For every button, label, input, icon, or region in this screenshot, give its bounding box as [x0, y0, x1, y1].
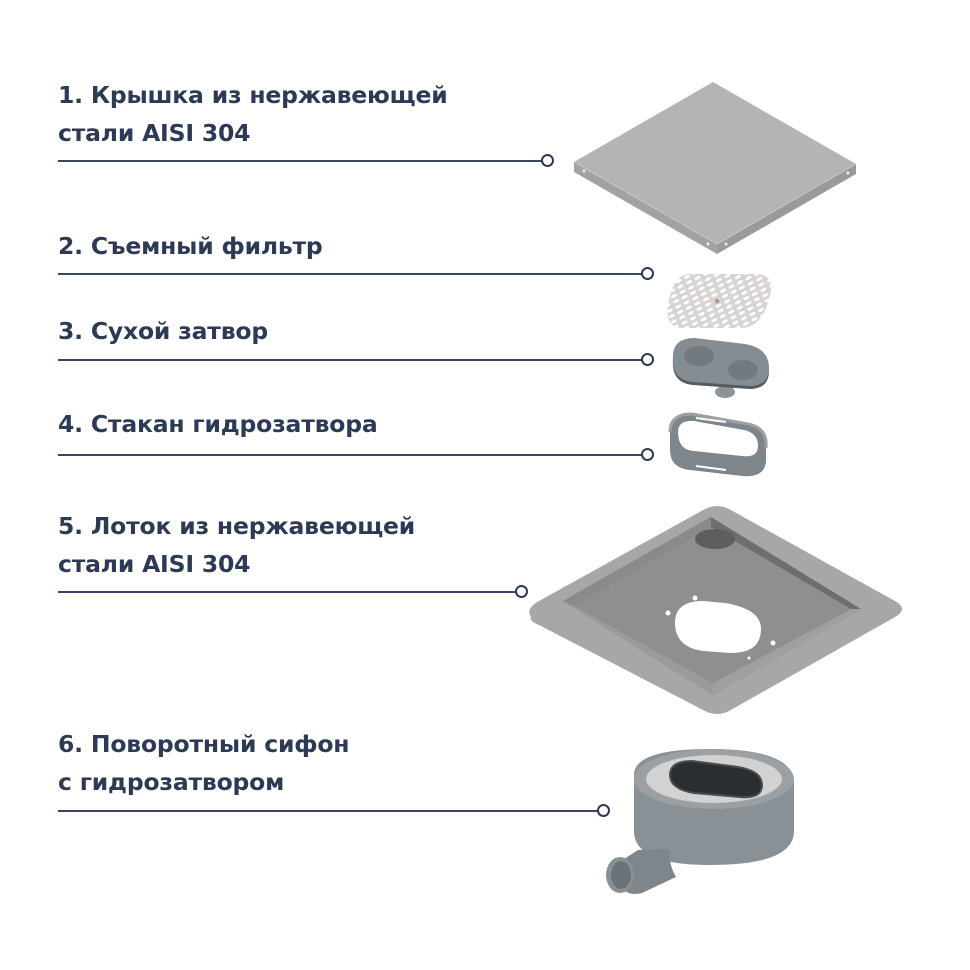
steel-drain-tray-icon [529, 506, 902, 714]
part-5-leader-line [58, 591, 516, 593]
part-4-leader-dot [641, 448, 654, 461]
part-5-label: 5. Лоток из нержавеющей стали AISI 304 [58, 507, 415, 583]
steel-cover-plate-icon [573, 82, 857, 254]
part-2-leader-dot [641, 267, 654, 280]
part-1-title-line1: 1. Крышка из нержавеющей [58, 81, 448, 109]
part-5-title-line1: 5. Лоток из нержавеющей [58, 512, 415, 540]
rotary-siphon-icon [606, 749, 794, 894]
part-6-label: 6. Поворотный сифон с гидрозатвором [58, 725, 350, 801]
part-5-title-line2: стали AISI 304 [58, 550, 251, 578]
part-4-title: 4. Стакан гидрозатвора [58, 410, 378, 438]
perforated-filter-icon [667, 274, 771, 328]
part-6-leader-line [58, 810, 598, 812]
part-5-leader-dot [515, 585, 528, 598]
part-3-leader-dot [641, 353, 654, 366]
part-6-title-line1: 6. Поворотный сифон [58, 730, 350, 758]
part-6-title-line2: с гидрозатвором [58, 768, 285, 796]
part-2-label: 2. Съемный фильтр [58, 227, 323, 265]
part-6-leader-dot [597, 804, 610, 817]
part-1-label: 1. Крышка из нержавеющей стали AISI 304 [58, 76, 448, 152]
water-seal-cup-icon [668, 412, 768, 477]
part-3-title: 3. Сухой затвор [58, 317, 268, 345]
part-1-leader-line [58, 160, 542, 162]
part-2-leader-line [58, 273, 642, 275]
part-1-leader-dot [541, 154, 554, 167]
part-3-label: 3. Сухой затвор [58, 312, 268, 350]
part-3-leader-line [58, 359, 642, 361]
part-4-label: 4. Стакан гидрозатвора [58, 405, 378, 443]
part-1-title-line2: стали AISI 304 [58, 119, 251, 147]
dry-trap-icon [672, 338, 769, 398]
part-4-leader-line [58, 454, 642, 456]
part-2-title: 2. Съемный фильтр [58, 232, 323, 260]
